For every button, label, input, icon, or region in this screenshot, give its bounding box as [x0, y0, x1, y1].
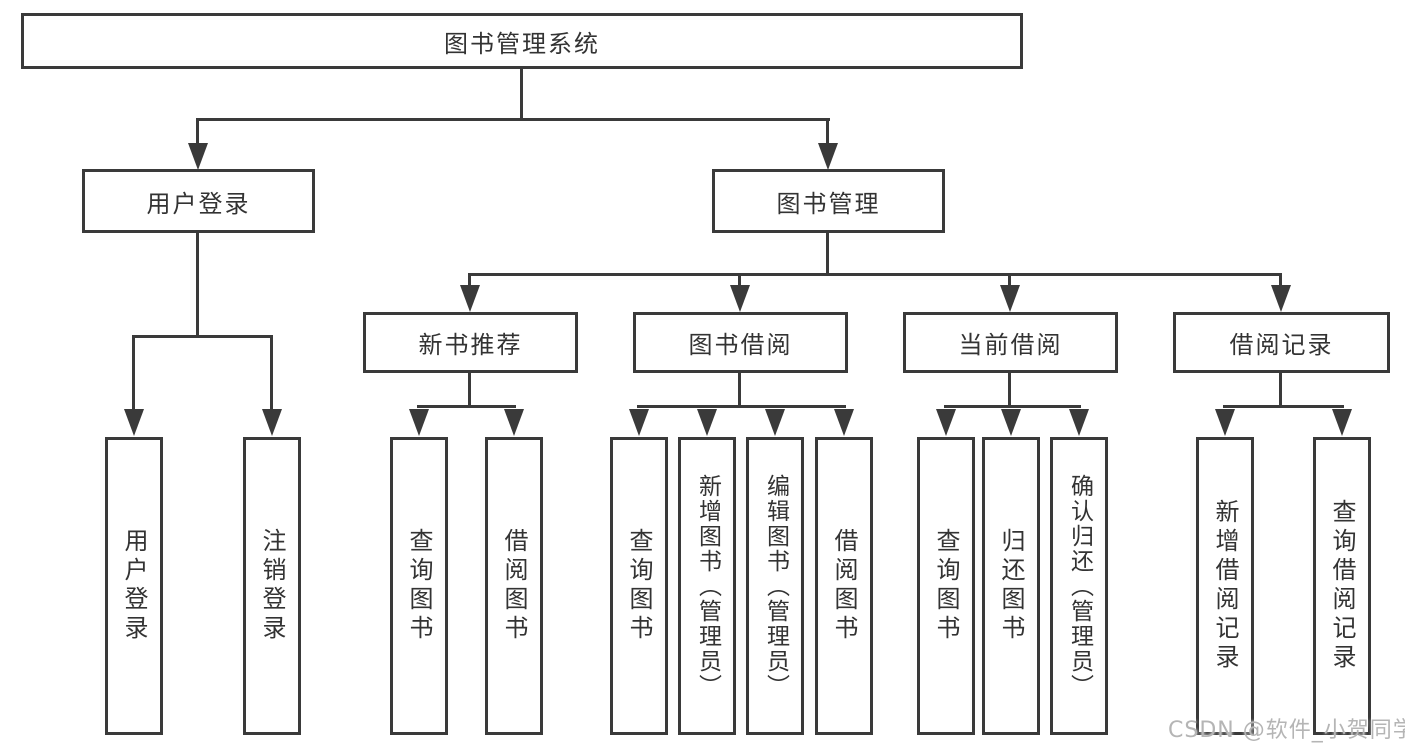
csdn-watermark: CSDN @软件_小贺同学 — [1168, 718, 1405, 743]
arrowhead-down-icon — [1271, 285, 1291, 312]
arrowhead-down-icon — [730, 285, 750, 312]
arrowhead-down-icon — [936, 409, 956, 436]
node-user-login: 用户登录 — [82, 169, 315, 233]
leaf-query-borrow-record: 查询借阅记录 — [1313, 437, 1371, 735]
leaf-add-borrow-record-label: 新增借阅记录 — [1211, 499, 1239, 673]
node-borrow-records: 借阅记录 — [1173, 312, 1390, 373]
arrowhead-down-icon — [409, 409, 429, 436]
connector-line — [196, 231, 199, 337]
leaf-add-books-admin: 新增图书（管理员） — [678, 437, 736, 735]
arrowhead-down-icon — [697, 409, 717, 436]
leaf-return-books-label: 归还图书 — [997, 528, 1025, 644]
leaf-logout-label: 注销登录 — [258, 528, 286, 644]
connector-line — [468, 372, 471, 407]
arrowhead-down-icon — [460, 285, 480, 312]
connector-line — [417, 405, 516, 408]
connector-line — [520, 68, 523, 120]
arrowhead-down-icon — [262, 409, 282, 436]
connector-line — [826, 231, 829, 275]
connector-line — [1008, 273, 1011, 289]
node-book-management: 图书管理 — [712, 169, 945, 233]
connector-line — [197, 118, 830, 121]
arrowhead-down-icon — [1215, 409, 1235, 436]
connector-line — [1279, 372, 1282, 407]
leaf-logout: 注销登录 — [243, 437, 301, 735]
leaf-edit-books-admin: 编辑图书（管理员） — [746, 437, 804, 735]
connector-line — [944, 405, 1081, 408]
arrowhead-down-icon — [629, 409, 649, 436]
leaf-confirm-return-admin: 确认归还（管理员） — [1050, 437, 1108, 735]
leaf-add-books-admin-label: 新增图书（管理员） — [694, 473, 721, 699]
leaf-borrow-query-books: 查询图书 — [610, 437, 668, 735]
leaf-borrow-books: 借阅图书 — [815, 437, 873, 735]
node-borrow-records-label: 借阅记录 — [1229, 331, 1334, 359]
leaf-recommend-query-books-label: 查询图书 — [405, 528, 433, 644]
connector-line — [468, 273, 471, 289]
node-root: 图书管理系统 — [21, 13, 1023, 69]
node-new-book-recommend: 新书推荐 — [363, 312, 578, 373]
leaf-query-borrow-record-label: 查询借阅记录 — [1328, 499, 1356, 673]
connector-line — [132, 335, 273, 338]
leaf-confirm-return-admin-label: 确认归还（管理员） — [1066, 473, 1093, 699]
connector-line — [738, 273, 741, 289]
arrowhead-down-icon — [834, 409, 854, 436]
arrowhead-down-icon — [818, 143, 838, 170]
arrowhead-down-icon — [1069, 409, 1089, 436]
node-root-label: 图书管理系统 — [444, 29, 600, 58]
arrowhead-down-icon — [1001, 409, 1021, 436]
node-book-management-label: 图书管理 — [776, 189, 881, 218]
node-new-book-recommend-label: 新书推荐 — [418, 331, 523, 359]
leaf-recommend-borrow-books: 借阅图书 — [485, 437, 543, 735]
arrowhead-down-icon — [1332, 409, 1352, 436]
connector-line — [826, 118, 829, 148]
leaf-user-login: 用户登录 — [105, 437, 163, 735]
connector-line — [738, 372, 741, 407]
connector-line — [270, 335, 273, 412]
connector-line — [637, 405, 846, 408]
leaf-recommend-query-books: 查询图书 — [390, 437, 448, 735]
connector-line — [132, 335, 135, 412]
leaf-return-books: 归还图书 — [982, 437, 1040, 735]
leaf-edit-books-admin-label: 编辑图书（管理员） — [762, 473, 789, 699]
leaf-recommend-borrow-books-label: 借阅图书 — [500, 528, 528, 644]
leaf-add-borrow-record: 新增借阅记录 — [1196, 437, 1254, 735]
leaf-borrow-query-books-label: 查询图书 — [625, 528, 653, 644]
connector-line — [196, 118, 199, 148]
leaf-current-query-books-label: 查询图书 — [932, 528, 960, 644]
arrowhead-down-icon — [765, 409, 785, 436]
node-book-borrow: 图书借阅 — [633, 312, 848, 373]
leaf-user-login-label: 用户登录 — [120, 528, 148, 644]
connector-line — [1008, 372, 1011, 407]
arrowhead-down-icon — [504, 409, 524, 436]
connector-line — [1223, 405, 1344, 408]
connector-line — [469, 273, 1282, 276]
arrowhead-down-icon — [1000, 285, 1020, 312]
node-current-borrow: 当前借阅 — [903, 312, 1118, 373]
node-current-borrow-label: 当前借阅 — [958, 331, 1063, 359]
connector-line — [1279, 273, 1282, 289]
leaf-borrow-books-label: 借阅图书 — [830, 528, 858, 644]
leaf-current-query-books: 查询图书 — [917, 437, 975, 735]
arrowhead-down-icon — [124, 409, 144, 436]
node-user-login-label: 用户登录 — [146, 189, 251, 218]
node-book-borrow-label: 图书借阅 — [688, 331, 793, 359]
arrowhead-down-icon — [188, 143, 208, 170]
